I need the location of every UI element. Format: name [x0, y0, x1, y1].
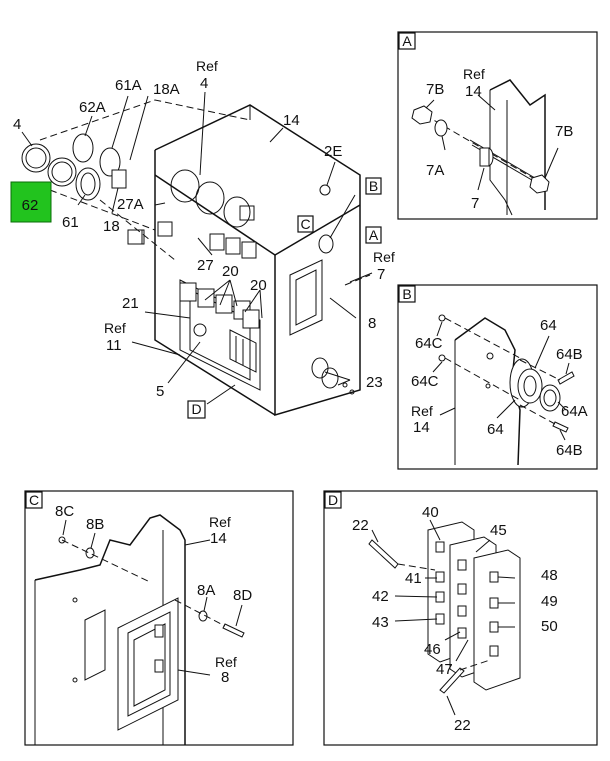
label-b-ref14-b: 14: [413, 419, 430, 436]
label-64-bot: 64: [487, 421, 504, 438]
label-ref7-a: Ref: [373, 249, 395, 265]
label-b-ref14-a: Ref: [411, 403, 433, 419]
gauge-62: [47, 157, 77, 187]
label-ref11-a: Ref: [104, 320, 126, 336]
label-a-ref14-b: 14: [465, 83, 482, 100]
label-ref4-b: 4: [200, 75, 208, 92]
label-a-ref14-a: Ref: [463, 66, 485, 82]
label-22-bot: 22: [454, 717, 471, 734]
label-27a: 27A: [117, 196, 144, 213]
label-2e: 2E: [324, 143, 342, 160]
label-7a: 7A: [426, 162, 444, 179]
tag-d-box[interactable]: [187, 400, 206, 419]
panel-b: B 64C 64 64B 64C 64A Ref: [397, 284, 598, 470]
panel-b-letter: B: [402, 286, 411, 302]
label-43: 43: [372, 614, 389, 631]
label-ref7-b: 7: [377, 266, 385, 283]
tag-a-label: A: [369, 227, 379, 243]
panel-d: D: [323, 490, 598, 746]
main-labels: 4 62A 61A 18A Ref 4 14 2E 61 18 27A 27 2…: [13, 58, 395, 400]
label-c-ref8-b: 8: [221, 669, 229, 686]
label-8c: 8C: [55, 503, 74, 520]
panel-c: C 8C 8B Ref 14 8A 8D Ref: [24, 490, 294, 746]
label-7: 7: [471, 195, 479, 212]
main-tags: B C A D: [187, 177, 382, 419]
label-61: 61: [62, 214, 79, 231]
highlight-label: 62: [22, 197, 39, 214]
label-18a: 18A: [153, 81, 180, 98]
gauge-4: [21, 143, 51, 173]
label-c-ref8-a: Ref: [215, 654, 237, 670]
label-64c-bot: 64C: [411, 373, 439, 390]
label-64a: 64A: [561, 403, 588, 420]
label-c-ref14-b: 14: [210, 530, 227, 547]
label-20-a: 20: [222, 263, 239, 280]
label-45: 45: [490, 522, 507, 539]
label-50: 50: [541, 618, 558, 635]
tag-d-label: D: [191, 401, 201, 417]
label-61a: 61A: [115, 77, 142, 94]
fuse-block: [229, 329, 257, 373]
tag-a-box[interactable]: [365, 226, 382, 244]
label-64c-top: 64C: [415, 335, 443, 352]
label-7b-right: 7B: [555, 123, 573, 140]
label-7b-left: 7B: [426, 81, 444, 98]
ring-62a: [72, 133, 94, 163]
label-21: 21: [122, 295, 139, 312]
label-22-top: 22: [352, 517, 369, 534]
label-20-b: 20: [250, 277, 267, 294]
label-49: 49: [541, 593, 558, 610]
gauge-61: [75, 167, 101, 201]
label-14: 14: [283, 112, 300, 129]
label-8d: 8D: [233, 587, 252, 604]
label-5: 5: [156, 383, 164, 400]
label-64b-top: 64B: [556, 346, 583, 363]
label-ref4-a: Ref: [196, 58, 218, 74]
panel-a: A Ref 14 7B 7A 7 7B: [397, 31, 598, 220]
panel-c-letter: C: [29, 492, 39, 508]
tag-b-label: B: [369, 178, 378, 194]
label-18: 18: [103, 218, 120, 235]
label-47: 47: [436, 661, 453, 678]
label-40: 40: [422, 504, 439, 521]
panel-d-letter: D: [328, 492, 338, 508]
label-64b-bot: 64B: [556, 442, 583, 459]
label-ref11-b: 11: [106, 337, 122, 354]
label-8: 8: [368, 315, 376, 332]
label-46: 46: [424, 641, 441, 658]
label-8a: 8A: [197, 582, 215, 599]
label-64-top: 64: [540, 317, 557, 334]
panel-a-letter: A: [402, 33, 412, 49]
label-48: 48: [541, 567, 558, 584]
tag-c-label: C: [300, 216, 310, 232]
highlight-62[interactable]: 62: [10, 181, 52, 223]
ring-61a: [99, 147, 121, 177]
label-41: 41: [405, 570, 422, 587]
tag-c-box[interactable]: [297, 215, 314, 233]
bracket-18: [111, 169, 127, 189]
label-42: 42: [372, 588, 389, 605]
label-4: 4: [13, 116, 21, 133]
tag-b-box[interactable]: [365, 177, 382, 195]
main-assembly: [21, 91, 373, 417]
label-62a: 62A: [79, 99, 106, 116]
label-23: 23: [366, 374, 383, 391]
label-27: 27: [197, 257, 214, 274]
label-8b: 8B: [86, 516, 104, 533]
relay-block: [129, 221, 260, 337]
label-c-ref14-a: Ref: [209, 514, 231, 530]
